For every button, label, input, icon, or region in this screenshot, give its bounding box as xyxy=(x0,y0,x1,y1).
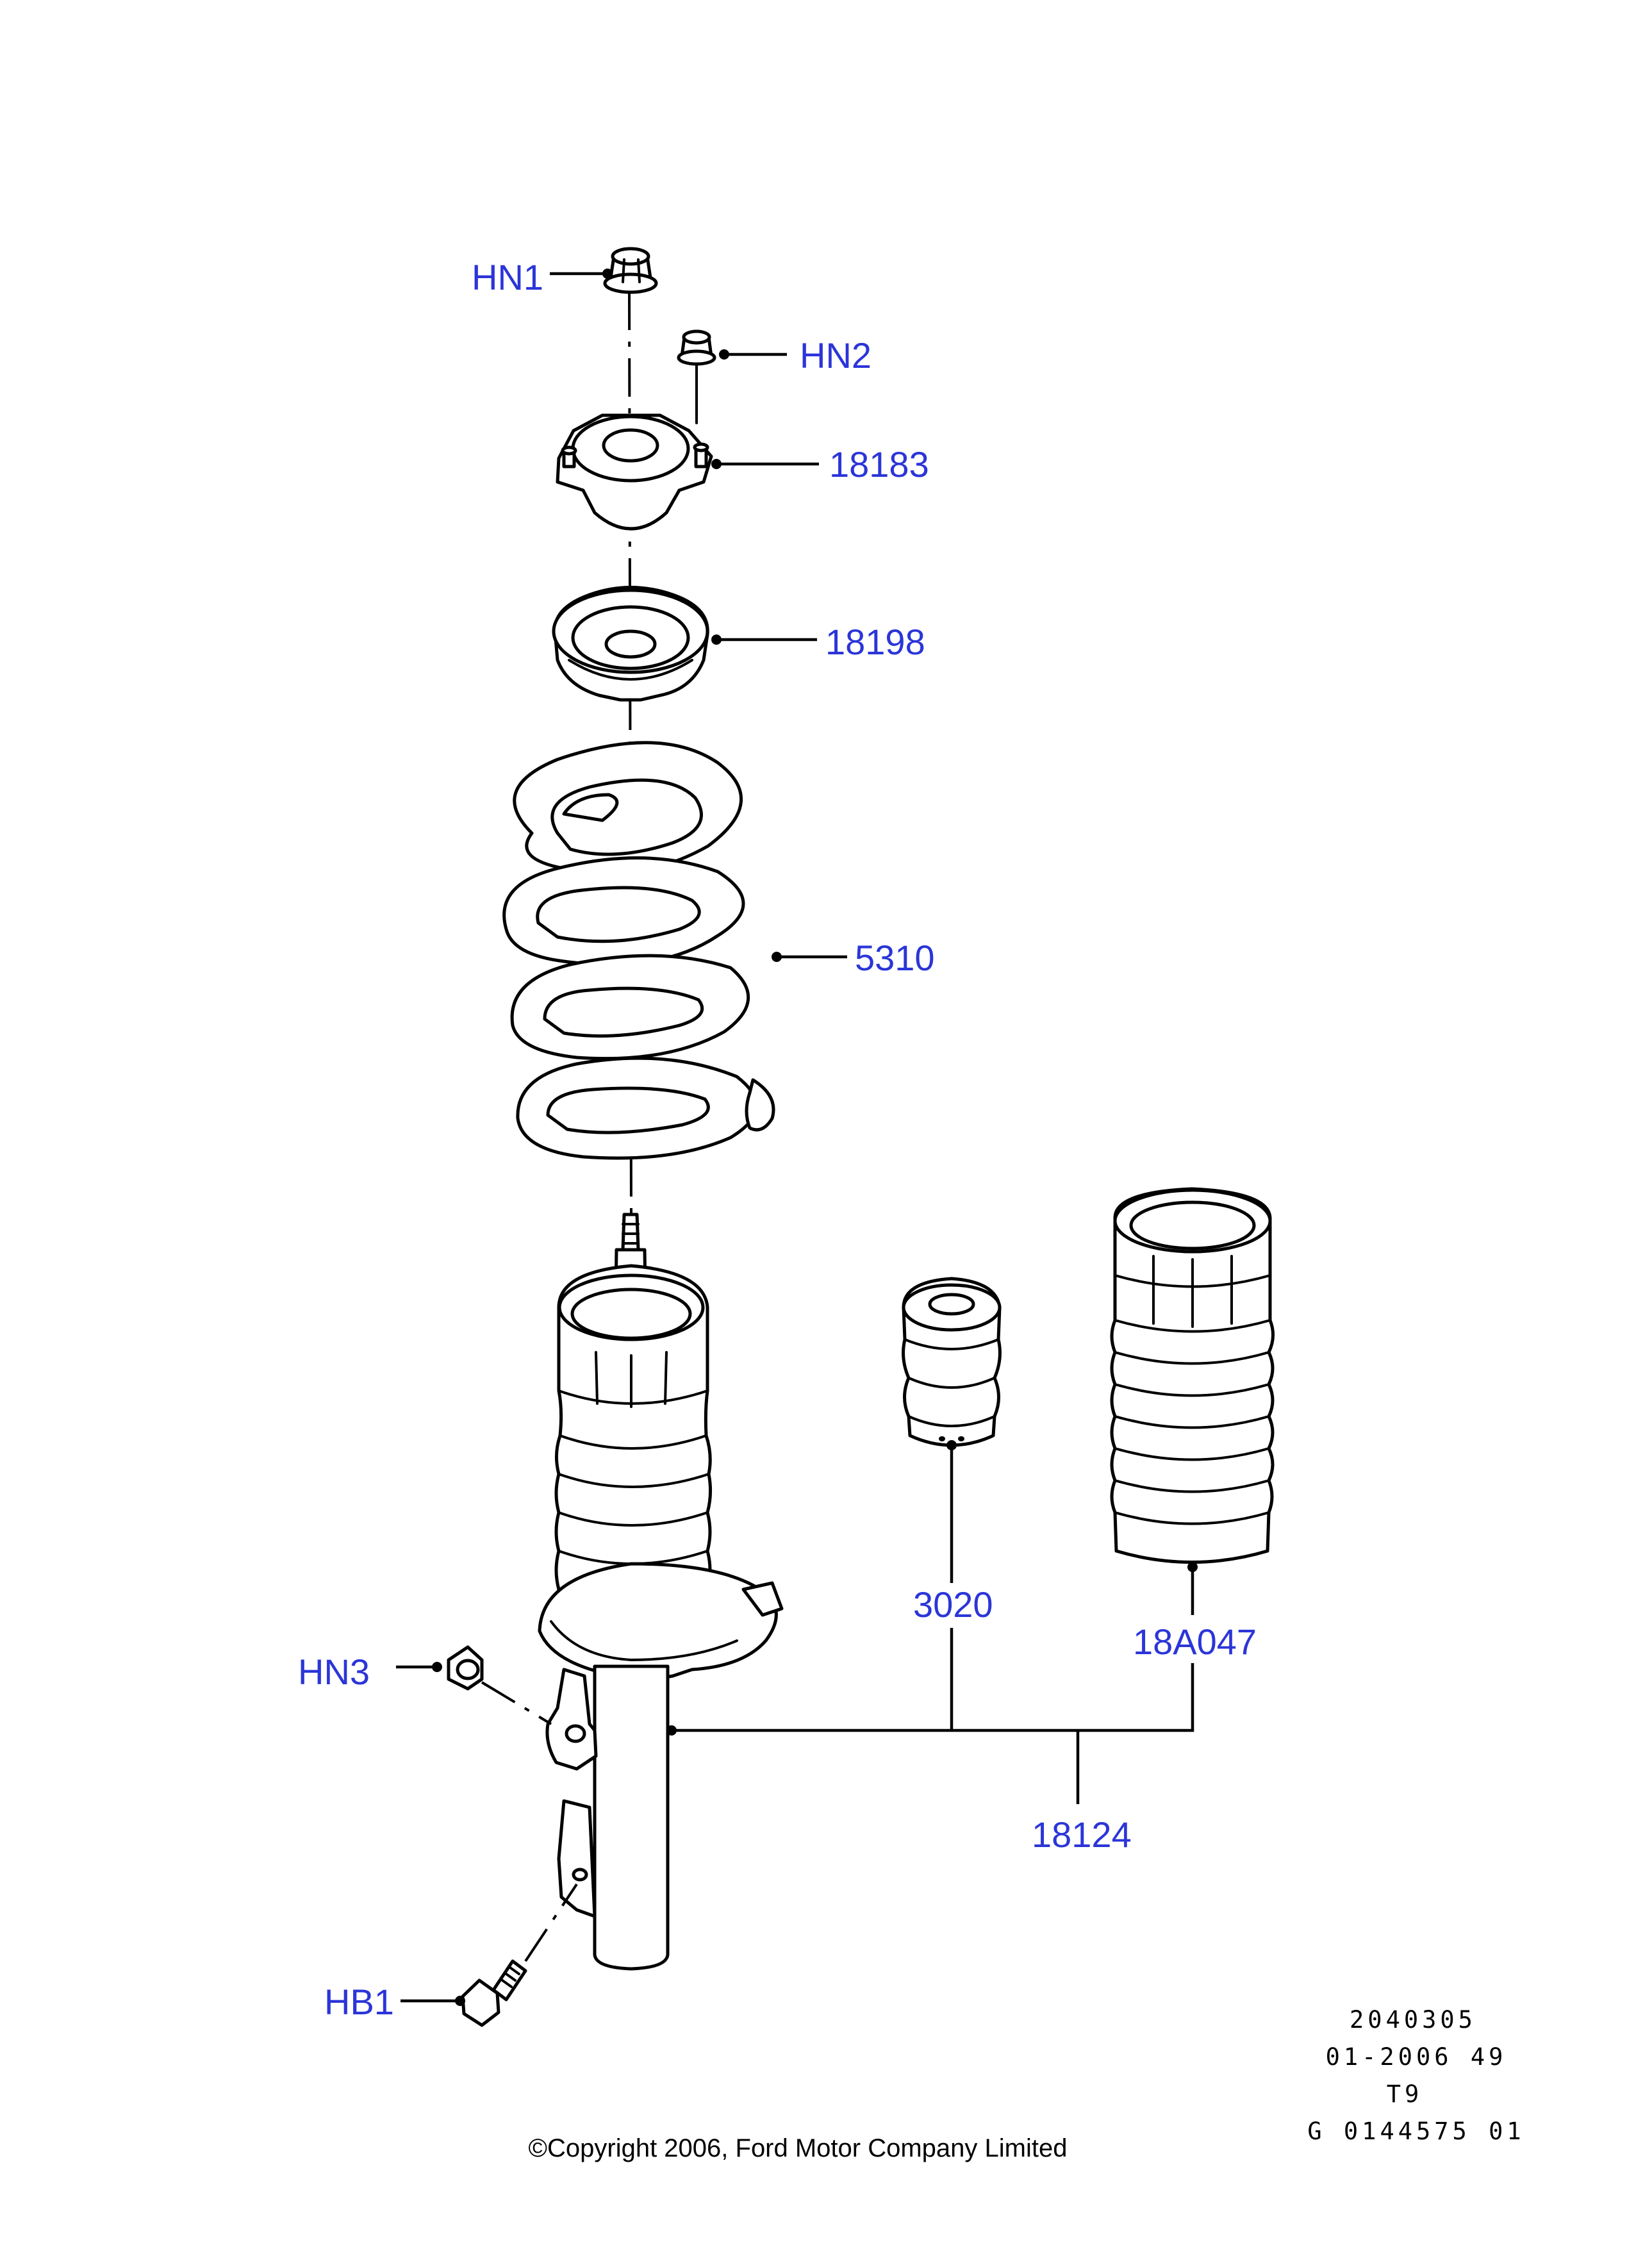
callout-hn1: HN1 xyxy=(472,257,543,297)
drawing-reference: G 0144575 01 xyxy=(1307,2118,1524,2145)
leader-lines xyxy=(396,269,1198,2006)
nut-hn2 xyxy=(677,329,716,424)
dust-cover-18A047 xyxy=(1110,1187,1275,1564)
callout-18183: 18183 xyxy=(829,444,929,485)
callout-3020: 3020 xyxy=(913,1584,993,1625)
callout-hn3: HN3 xyxy=(298,1652,370,1692)
strut-18124 xyxy=(538,1213,784,1971)
callout-18124: 18124 xyxy=(1032,1814,1132,1855)
callout-18198: 18198 xyxy=(825,622,925,662)
nut-hn1 xyxy=(603,247,658,294)
copyright-notice: ©Copyright 2006, Ford Motor Company Limi… xyxy=(529,2134,1068,2162)
drawing-date-code: 01-2006 49 xyxy=(1326,2043,1507,2071)
callout-5310: 5310 xyxy=(855,938,935,978)
bearing-18198 xyxy=(552,586,709,702)
top-mount-18183 xyxy=(556,413,713,531)
drawing-type-code: T9 xyxy=(1387,2080,1423,2108)
bolt-hb1 xyxy=(461,1883,578,2027)
callout-hn2: HN2 xyxy=(800,335,871,376)
callout-18A047: 18A047 xyxy=(1133,1621,1257,1662)
callout-hb1: HB1 xyxy=(324,1982,394,2022)
nut-hn3 xyxy=(447,1645,552,1725)
bump-stop-3020 xyxy=(902,1277,1002,1447)
drawing-number: 2040305 xyxy=(1350,2006,1476,2034)
coil-spring-5310 xyxy=(502,741,775,1160)
